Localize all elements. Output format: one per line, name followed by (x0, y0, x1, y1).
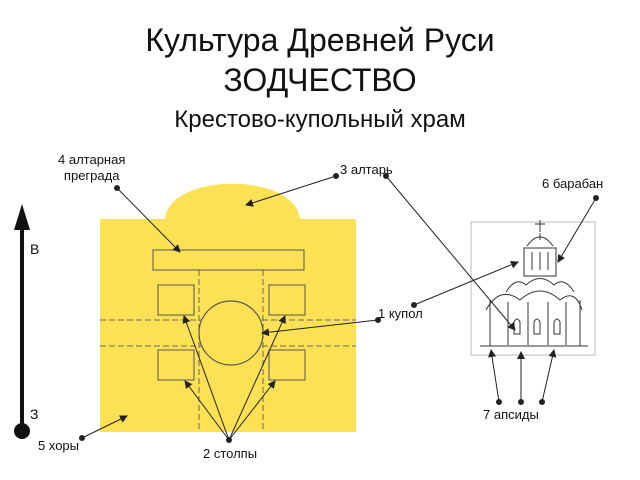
label-apses: 7 апсиды (483, 407, 539, 422)
title-subtitle: Крестово-купольный храм (174, 106, 466, 133)
pillar-bottom-right (268, 349, 306, 381)
title-main: Культура Древней Руси (145, 22, 495, 58)
church-sketch (470, 220, 596, 356)
altar-barrier-shape (152, 249, 305, 271)
church-plan (100, 183, 356, 432)
label-pillars: 2 столпы (203, 446, 258, 461)
pillar-bottom-left (157, 349, 195, 381)
pillar-top-right (268, 284, 306, 316)
label-dome: 1 купол (378, 306, 423, 321)
label-choirs: 5 хоры (38, 438, 79, 453)
pillar-top-left (157, 284, 195, 316)
label-altar: 3 алтарь (340, 162, 393, 177)
title-subject: ЗОДЧЕСТВО (223, 62, 417, 98)
compass-east-label: В (30, 241, 40, 257)
compass-west-label: З (30, 406, 39, 422)
compass-arrow (14, 204, 30, 439)
label-altar-barrier: 4 алтарная преграда (58, 152, 126, 183)
dome-circle (198, 300, 264, 366)
label-drum: 6 барабан (542, 176, 604, 191)
leader-lines (79, 173, 599, 443)
